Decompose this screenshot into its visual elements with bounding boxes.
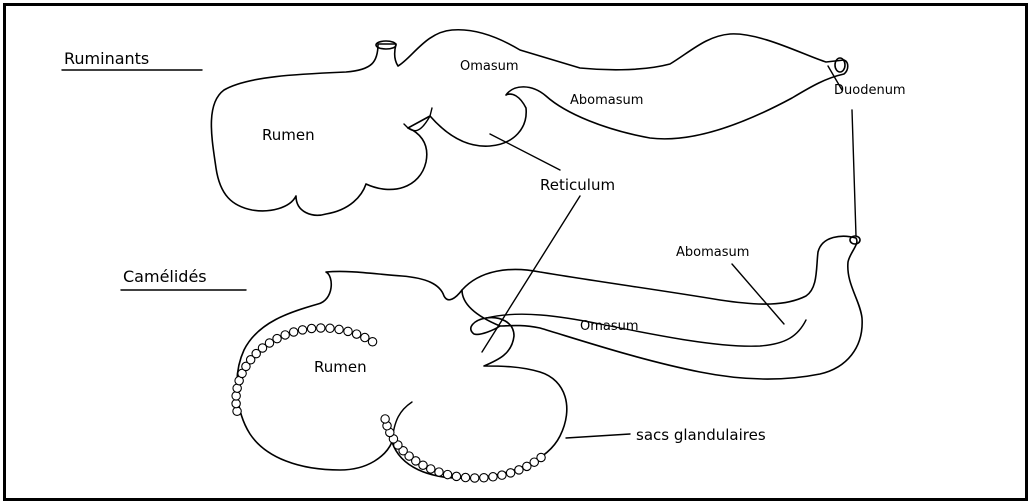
sacs-beads-right <box>381 415 545 482</box>
glandular-sac-bead <box>381 415 389 423</box>
label-duodenum: Duodenum <box>834 83 906 98</box>
glandular-sac-bead <box>281 331 289 339</box>
reticulum-leader-1 <box>490 134 560 170</box>
label-ruminant-abomasum: Abomasum <box>570 93 643 108</box>
glandular-sac-bead <box>298 326 306 334</box>
glandular-sac-bead <box>515 466 523 474</box>
glandular-sac-bead <box>352 330 360 338</box>
glandular-sac-bead <box>335 325 343 333</box>
label-camelid-omasum: Omasum <box>580 319 639 334</box>
glandular-sac-bead <box>461 473 469 481</box>
glandular-sac-bead <box>470 474 478 482</box>
label-reticulum: Reticulum <box>540 176 615 194</box>
glandular-sac-bead <box>361 333 369 341</box>
glandular-sac-bead <box>427 465 435 473</box>
camelid-omasum-outline <box>462 236 862 379</box>
glandular-sac-bead <box>289 328 297 336</box>
label-camelid-abomasum: Abomasum <box>676 245 749 260</box>
glandular-sac-bead <box>452 472 460 480</box>
glandular-sac-bead <box>317 324 325 332</box>
glandular-sac-bead <box>273 334 281 342</box>
duodenum-connector <box>852 110 856 236</box>
label-camelid-rumen: Rumen <box>314 358 367 376</box>
abomasum-leader <box>732 264 784 324</box>
label-ruminant-rumen: Rumen <box>262 126 315 144</box>
glandular-sac-bead <box>307 324 315 332</box>
glandular-sac-bead <box>523 462 531 470</box>
glandular-sac-bead <box>232 392 240 400</box>
glandular-sac-bead <box>489 473 497 481</box>
glandular-sac-bead <box>443 470 451 478</box>
glandular-sac-bead <box>265 339 273 347</box>
sacs-leader <box>566 434 630 438</box>
glandular-sac-bead <box>368 338 376 346</box>
label-ruminant-omasum: Omasum <box>460 59 519 74</box>
ruminant-stomach <box>211 30 847 215</box>
glandular-sac-bead <box>506 469 514 477</box>
glandular-sac-bead <box>344 327 352 335</box>
glandular-sac-bead <box>435 468 443 476</box>
reticulum-leader-2 <box>482 196 580 352</box>
label-sacs-glandulaires: sacs glandulaires <box>636 426 766 444</box>
ruminant-stomach-outline <box>211 30 847 215</box>
glandular-sac-bead <box>233 407 241 415</box>
heading-ruminants: Ruminants <box>64 49 149 68</box>
heading-camelides: Camélidés <box>123 267 207 286</box>
glandular-sac-bead <box>326 324 334 332</box>
glandular-sac-bead <box>480 474 488 482</box>
glandular-sac-bead <box>498 471 506 479</box>
glandular-sac-bead <box>232 399 240 407</box>
